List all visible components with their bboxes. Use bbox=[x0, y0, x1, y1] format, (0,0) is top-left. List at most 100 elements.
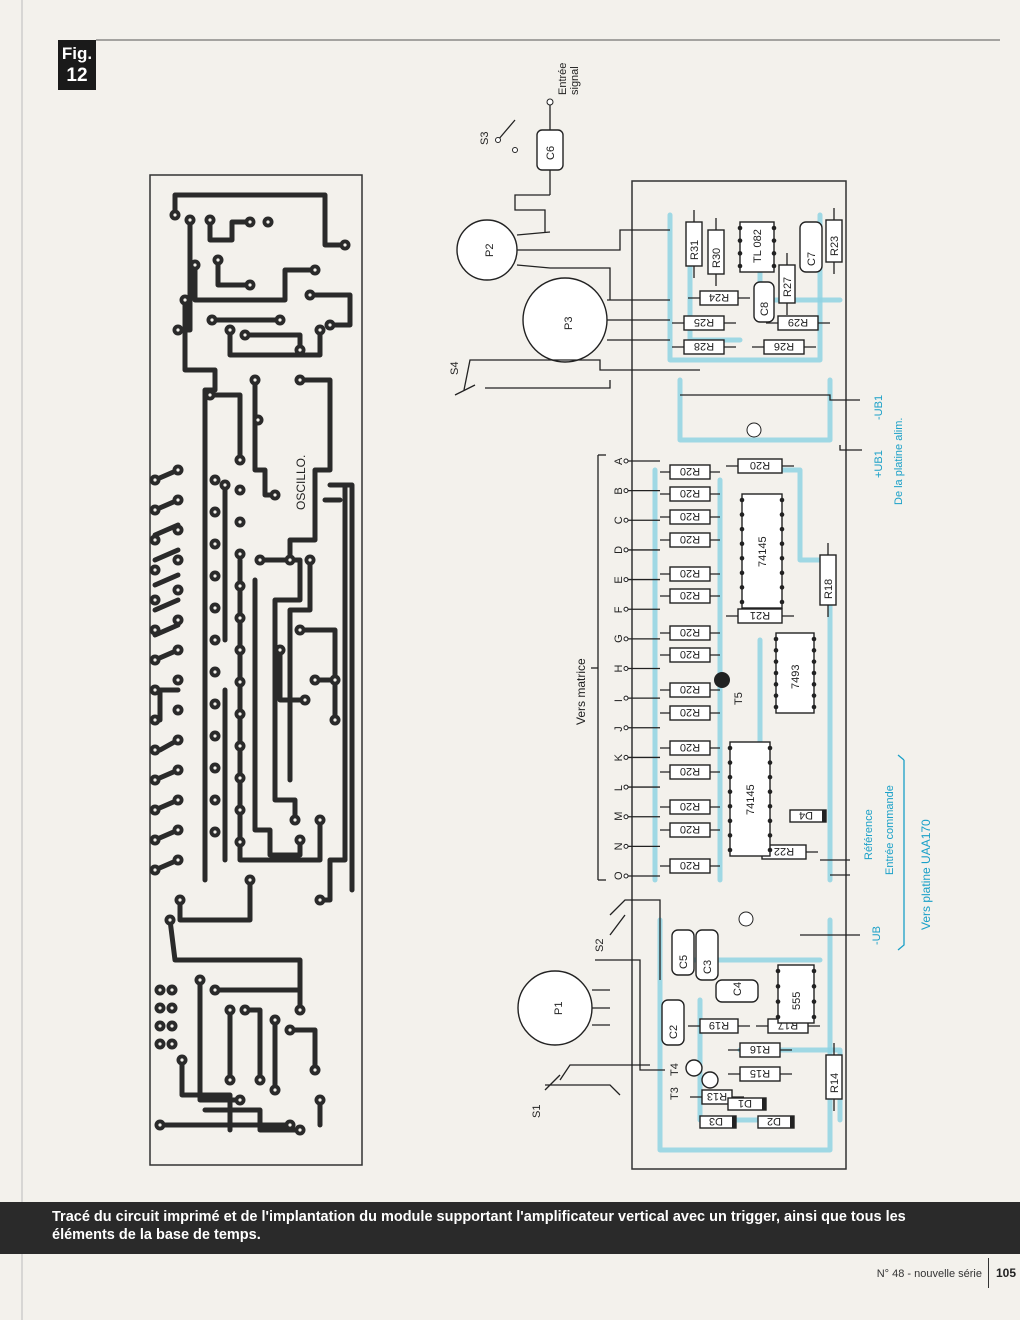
input-label-entree: Entrée bbox=[557, 63, 569, 95]
pcb-outline bbox=[149, 174, 363, 1166]
layout-outline bbox=[631, 180, 847, 1170]
alim-label: De la platine alim. bbox=[893, 418, 905, 505]
resistor-r20-label: R20 bbox=[680, 465, 700, 477]
resistor-r20: R20 bbox=[660, 647, 720, 663]
resistor-r20-label: R20 bbox=[680, 589, 700, 601]
resistor-r20-top-label: R20 bbox=[750, 459, 770, 471]
resistor-r22-label: R22 bbox=[774, 845, 794, 857]
resistor-r20-top: R20 bbox=[726, 458, 794, 474]
pcb-board-label: OSCILLO. bbox=[294, 455, 308, 510]
resistor-r28: R28 bbox=[672, 339, 736, 355]
entree-commande-label: Entrée commande bbox=[884, 785, 896, 875]
resistor-r18-label: R18 bbox=[823, 579, 835, 599]
ic-555-label: 555 bbox=[791, 992, 803, 1010]
capacitor-c8: C8 bbox=[753, 281, 775, 323]
resistor-r20: R20 bbox=[660, 822, 720, 838]
ic-7493-label: 7493 bbox=[790, 665, 802, 689]
resistor-r20-label: R20 bbox=[680, 567, 700, 579]
switch-s4: S4 bbox=[449, 362, 476, 396]
matrix-letter: J bbox=[613, 726, 625, 732]
matrix-letter: A bbox=[613, 457, 625, 465]
diode-d4: D4 bbox=[789, 809, 827, 823]
matrix-letter: L bbox=[613, 785, 625, 791]
resistor-r25-label: R25 bbox=[694, 316, 714, 328]
resistor-r19-label: R19 bbox=[709, 1019, 729, 1031]
resistor-r20-label: R20 bbox=[680, 800, 700, 812]
matrix-letter: O bbox=[613, 871, 625, 880]
transistor-t4-label: T4 bbox=[669, 1063, 681, 1076]
diode-d4-label: D4 bbox=[799, 809, 813, 821]
resistor-r29: R29 bbox=[766, 315, 830, 331]
resistor-r20: R20 bbox=[660, 566, 720, 582]
resistor-r27-label: R27 bbox=[782, 277, 794, 297]
resistor-r27: R27 bbox=[778, 253, 796, 315]
resistor-r23-label: R23 bbox=[829, 236, 841, 256]
ic-tl082-label: TL 082 bbox=[752, 229, 764, 263]
resistor-r23: R23 bbox=[825, 208, 843, 274]
resistor-r20: R20 bbox=[660, 682, 720, 698]
input-label-signal: signal bbox=[569, 66, 581, 95]
ub-minus-label: -UB bbox=[871, 926, 883, 945]
resistor-r20: R20 bbox=[660, 858, 720, 874]
resistor-r19: R19 bbox=[688, 1018, 750, 1034]
transistor-t3-t4: T3 T4 bbox=[669, 1059, 719, 1100]
figure-label: Fig. bbox=[61, 44, 93, 63]
switch-s3: S3 bbox=[479, 119, 518, 153]
diode-d3: D3 bbox=[699, 1115, 737, 1129]
resistor-r20-label: R20 bbox=[680, 741, 700, 753]
resistor-r31: R31 bbox=[685, 210, 703, 278]
resistor-r20: R20 bbox=[660, 799, 720, 815]
transistor-t5-label: T5 bbox=[733, 692, 745, 705]
ic-tl082: TL 082 bbox=[737, 221, 777, 273]
matrix-letter: K bbox=[613, 753, 625, 761]
ic-555: 555 bbox=[775, 964, 817, 1024]
matrix-letter: C bbox=[613, 516, 625, 524]
resistor-r15: R15 bbox=[728, 1066, 792, 1082]
capacitor-c3: C3 bbox=[695, 929, 719, 981]
resistor-r20-label: R20 bbox=[680, 765, 700, 777]
resistor-r25: R25 bbox=[672, 315, 736, 331]
resistor-r24: R24 bbox=[688, 290, 750, 306]
resistor-r14: R14 bbox=[825, 1043, 843, 1111]
resistor-r26: R26 bbox=[752, 339, 816, 355]
resistor-r14-label: R14 bbox=[829, 1073, 841, 1093]
switch-s3-label: S3 bbox=[479, 132, 491, 145]
figure-badge: Fig. 12 bbox=[58, 40, 96, 90]
matrix-letter: D bbox=[613, 546, 625, 554]
capacitor-c7: C7 bbox=[799, 221, 823, 273]
capacitor-c5: C5 bbox=[671, 929, 695, 976]
resistor-r20: R20 bbox=[660, 532, 720, 548]
cyan-traces bbox=[652, 212, 843, 1153]
capacitor-c4-label: C4 bbox=[732, 982, 744, 996]
resistor-r20-label: R20 bbox=[680, 626, 700, 638]
resistor-r20-label: R20 bbox=[680, 487, 700, 499]
pot-p2-label: P2 bbox=[484, 244, 496, 257]
switch-s1: S1 bbox=[531, 1074, 561, 1118]
resistor-r21-label: R21 bbox=[750, 609, 770, 621]
resistor-r20: R20 bbox=[660, 486, 720, 502]
figure-caption: Tracé du circuit imprimé et de l'implant… bbox=[52, 1209, 906, 1243]
ub1-plus-label: +UB1 bbox=[873, 450, 885, 478]
resistor-r13-label: R13 bbox=[707, 1090, 727, 1102]
resistor-r16-label: R16 bbox=[750, 1043, 770, 1055]
resistor-r18: R18 bbox=[819, 543, 837, 617]
resistor-r20-label: R20 bbox=[680, 859, 700, 871]
diode-d2-label: D2 bbox=[767, 1115, 781, 1127]
capacitor-c3-label: C3 bbox=[702, 960, 714, 974]
pot-p1-label: P1 bbox=[553, 1002, 565, 1015]
resistor-r20: R20 bbox=[660, 740, 720, 756]
resistor-r30-label: R30 bbox=[711, 248, 723, 268]
matrix-letter: H bbox=[613, 665, 625, 673]
r20-resistor-stack: R20R20R20R20R20R20R20R20R20R20R20R20R20R… bbox=[660, 464, 720, 874]
resistor-r20-label: R20 bbox=[680, 823, 700, 835]
diode-d1: D1 bbox=[727, 1097, 767, 1111]
pot-p1: P1 bbox=[517, 970, 610, 1046]
capacitor-c6: C6 bbox=[536, 129, 564, 171]
ic-74145-bottom-label: 74145 bbox=[745, 784, 757, 815]
pot-p2: P2 bbox=[456, 219, 551, 281]
resistor-r30: R30 bbox=[707, 218, 725, 286]
switch-s1-label: S1 bbox=[531, 1105, 543, 1118]
